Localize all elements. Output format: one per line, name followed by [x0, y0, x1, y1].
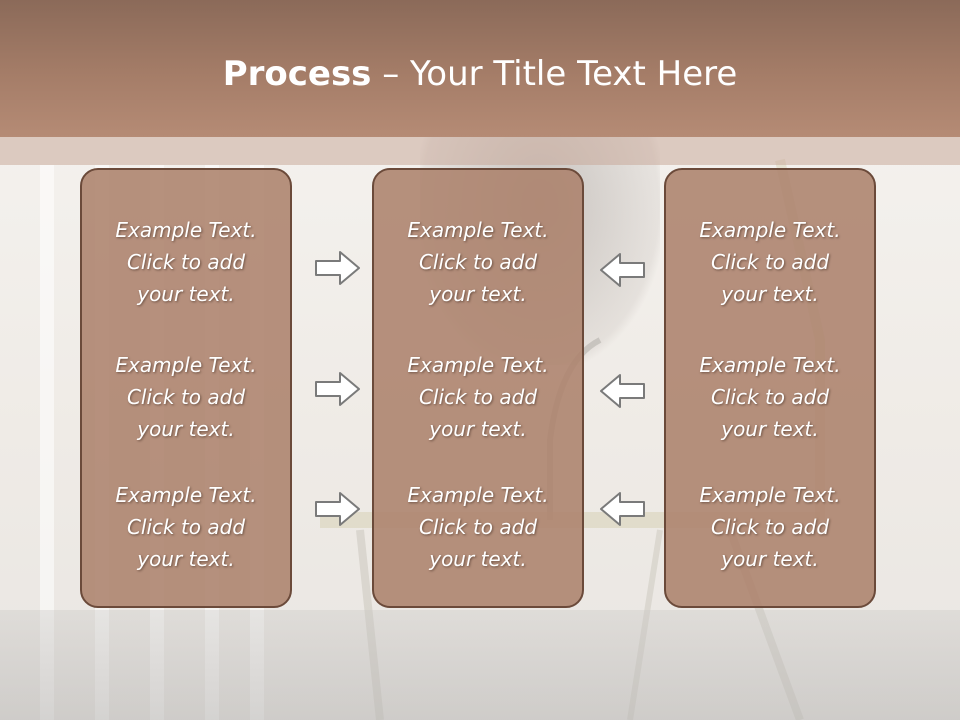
text-line: Click to add: [710, 385, 830, 409]
text-line: your text.: [137, 547, 235, 571]
arrow-right-icon: [315, 372, 360, 406]
text-line: your text.: [429, 417, 527, 441]
text-block[interactable]: Example Text. Click to add your text.: [666, 214, 874, 310]
arrow-right-icon: [315, 251, 360, 285]
floor: [0, 610, 960, 720]
title-rest: – Your Title Text Here: [371, 54, 738, 94]
text-line: Click to add: [418, 250, 538, 274]
text-line: Example Text.: [115, 218, 257, 242]
title-bold: Process: [222, 54, 372, 94]
arrow-left-icon: [600, 253, 645, 287]
text-line: Example Text.: [407, 483, 549, 507]
text-line: Example Text.: [407, 218, 549, 242]
text-line: Example Text.: [115, 353, 257, 377]
text-line: your text.: [429, 282, 527, 306]
text-block[interactable]: Example Text. Click to add your text.: [666, 349, 874, 445]
text-line: Example Text.: [699, 218, 841, 242]
text-block[interactable]: Example Text. Click to add your text.: [666, 479, 874, 575]
text-line: Click to add: [126, 385, 246, 409]
title-band: [0, 137, 960, 165]
text-line: Example Text.: [115, 483, 257, 507]
text-line: Click to add: [126, 250, 246, 274]
arrow-right-icon: [315, 492, 360, 526]
text-block[interactable]: Example Text. Click to add your text.: [82, 479, 290, 575]
text-line: Click to add: [710, 250, 830, 274]
text-line: your text.: [721, 282, 819, 306]
text-line: Example Text.: [699, 353, 841, 377]
process-box-3[interactable]: Example Text. Click to add your text. Ex…: [664, 168, 876, 608]
process-box-1[interactable]: Example Text. Click to add your text. Ex…: [80, 168, 292, 608]
slide-title[interactable]: Process – Your Title Text Here: [0, 50, 960, 98]
text-line: Click to add: [418, 385, 538, 409]
text-block[interactable]: Example Text. Click to add your text.: [374, 214, 582, 310]
arrow-left-icon: [600, 492, 645, 526]
process-box-2[interactable]: Example Text. Click to add your text. Ex…: [372, 168, 584, 608]
text-line: Example Text.: [699, 483, 841, 507]
text-line: your text.: [137, 282, 235, 306]
curtain-fold: [40, 165, 54, 720]
text-line: your text.: [429, 547, 527, 571]
text-block[interactable]: Example Text. Click to add your text.: [82, 349, 290, 445]
text-block[interactable]: Example Text. Click to add your text.: [374, 479, 582, 575]
text-line: your text.: [137, 417, 235, 441]
text-block[interactable]: Example Text. Click to add your text.: [82, 214, 290, 310]
text-line: your text.: [721, 417, 819, 441]
text-line: Example Text.: [407, 353, 549, 377]
title-bar: [0, 0, 960, 137]
text-line: Click to add: [418, 515, 538, 539]
arrow-left-icon: [600, 374, 645, 408]
text-line: Click to add: [710, 515, 830, 539]
text-line: Click to add: [126, 515, 246, 539]
text-block[interactable]: Example Text. Click to add your text.: [374, 349, 582, 445]
text-line: your text.: [721, 547, 819, 571]
